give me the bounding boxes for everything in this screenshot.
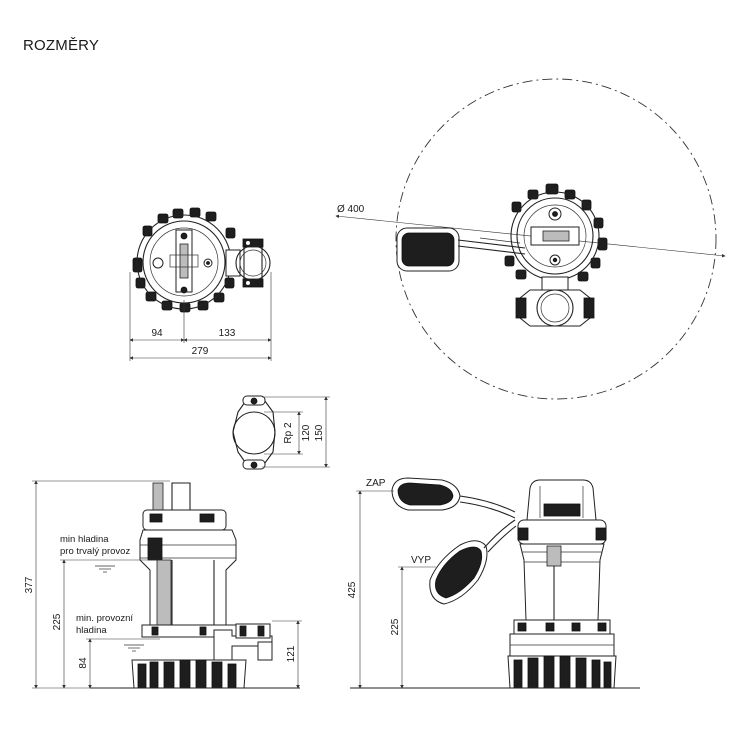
dim-279: 279 xyxy=(192,346,209,357)
float-diameter-label: Ø 400 xyxy=(337,204,365,215)
dim-float-225: 225 xyxy=(390,618,401,635)
side-view-dimensions: 377 225 84 121 min hladina pro trvalý pr… xyxy=(24,480,302,689)
top-view-dimensions: 94 133 279 xyxy=(129,272,272,361)
float-on-label: ZAP xyxy=(366,478,386,489)
dim-121: 121 xyxy=(286,645,297,662)
float-range-view: Ø 400 xyxy=(335,78,726,400)
pump-top-view xyxy=(132,207,271,313)
level-label-minimum-2: hladina xyxy=(76,625,107,636)
dim-225: 225 xyxy=(52,613,63,630)
pump-float-side-view xyxy=(350,477,640,689)
dim-84: 84 xyxy=(78,657,89,669)
flange-view: Rp 2 120 150 xyxy=(232,395,330,470)
dim-425: 425 xyxy=(347,581,358,598)
dim-120: 120 xyxy=(301,424,312,441)
dim-150: 150 xyxy=(314,424,325,441)
float-side-dimensions: 425 225 ZAP VYP xyxy=(347,478,436,689)
page-title: ROZMĚRY xyxy=(23,37,100,54)
dim-377: 377 xyxy=(24,576,35,593)
dim-94: 94 xyxy=(151,328,163,339)
level-label-continuous-1: min hladina xyxy=(60,534,109,545)
pump-side-view xyxy=(90,482,300,689)
dim-133: 133 xyxy=(219,328,236,339)
level-label-minimum-1: min. provozní xyxy=(76,613,133,624)
level-label-continuous-2: pro trvalý provoz xyxy=(60,546,130,557)
flange-thread-label: Rp 2 xyxy=(283,422,294,444)
float-off-label: VYP xyxy=(411,555,431,566)
